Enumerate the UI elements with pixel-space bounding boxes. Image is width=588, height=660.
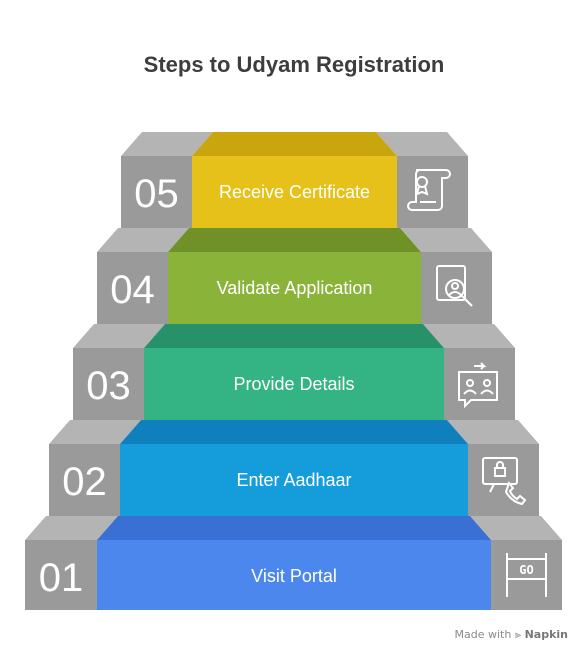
step-04-left-top — [97, 228, 189, 252]
user-exchange-icon — [458, 362, 498, 409]
step-03-left-face — [73, 348, 144, 420]
step-05-left-face — [121, 156, 192, 228]
step-04-top — [168, 228, 421, 252]
step-02-label: Enter Aadhaar — [236, 470, 351, 490]
step-01-right-top — [470, 516, 562, 540]
step-03-left-top — [73, 324, 165, 348]
diagram-title: Steps to Udyam Registration — [143, 52, 445, 77]
step-05-right-top — [376, 132, 468, 156]
step-01-number: 01 — [39, 556, 84, 600]
step-05-right-face — [397, 156, 468, 228]
step-05-front — [192, 156, 397, 228]
step-02-number: 02 — [62, 460, 107, 504]
footer-prefix: Made with — [454, 628, 512, 641]
step-04-number: 04 — [110, 268, 155, 312]
step-01-top — [97, 516, 491, 540]
step-05-left-top — [121, 132, 213, 156]
step-01-label: Visit Portal — [251, 566, 337, 586]
step-02-right-top — [447, 420, 539, 444]
step-02-left-face — [49, 444, 120, 516]
step-02: 02 Enter Aadhaar — [49, 420, 539, 516]
made-with-napkin-footer: Made with ⫸ Napkin — [455, 628, 568, 642]
step-02-top — [120, 420, 468, 444]
step-01-right-face — [491, 540, 562, 610]
step-03-front — [144, 348, 444, 420]
step-04-front — [168, 252, 421, 324]
step-03-label: Provide Details — [233, 374, 354, 394]
step-01: 01 Visit Portal GO — [25, 516, 562, 610]
step-04-right-top — [400, 228, 492, 252]
step-03-right-face — [444, 348, 515, 420]
svg-text:GO: GO — [519, 563, 533, 577]
footer-brand: Napkin — [524, 628, 568, 641]
step-04-label: Validate Application — [217, 278, 373, 298]
step-01-front — [97, 540, 491, 610]
napkin-logo-icon: ⫸ — [514, 628, 522, 641]
secure-phone-icon — [482, 457, 527, 506]
step-05: 05 Receive Certificate — [121, 132, 468, 228]
step-05-number: 05 — [134, 172, 179, 216]
step-03: 03 Provide Details — [73, 324, 515, 420]
go-sign-icon: GO — [506, 553, 547, 597]
step-04-left-face — [97, 252, 168, 324]
profile-search-icon — [436, 265, 473, 307]
step-01-left-top — [25, 516, 118, 540]
step-05-label: Receive Certificate — [219, 182, 370, 202]
certificate-scroll-icon — [407, 169, 451, 211]
step-02-front — [120, 444, 468, 516]
step-05-top — [192, 132, 397, 156]
step-02-right-face — [468, 444, 539, 516]
step-04: 04 Validate Application — [97, 228, 492, 324]
step-03-number: 03 — [86, 364, 131, 408]
step-03-top — [144, 324, 444, 348]
step-02-left-top — [49, 420, 141, 444]
step-03-right-top — [423, 324, 515, 348]
step-01-left-face — [25, 540, 97, 610]
